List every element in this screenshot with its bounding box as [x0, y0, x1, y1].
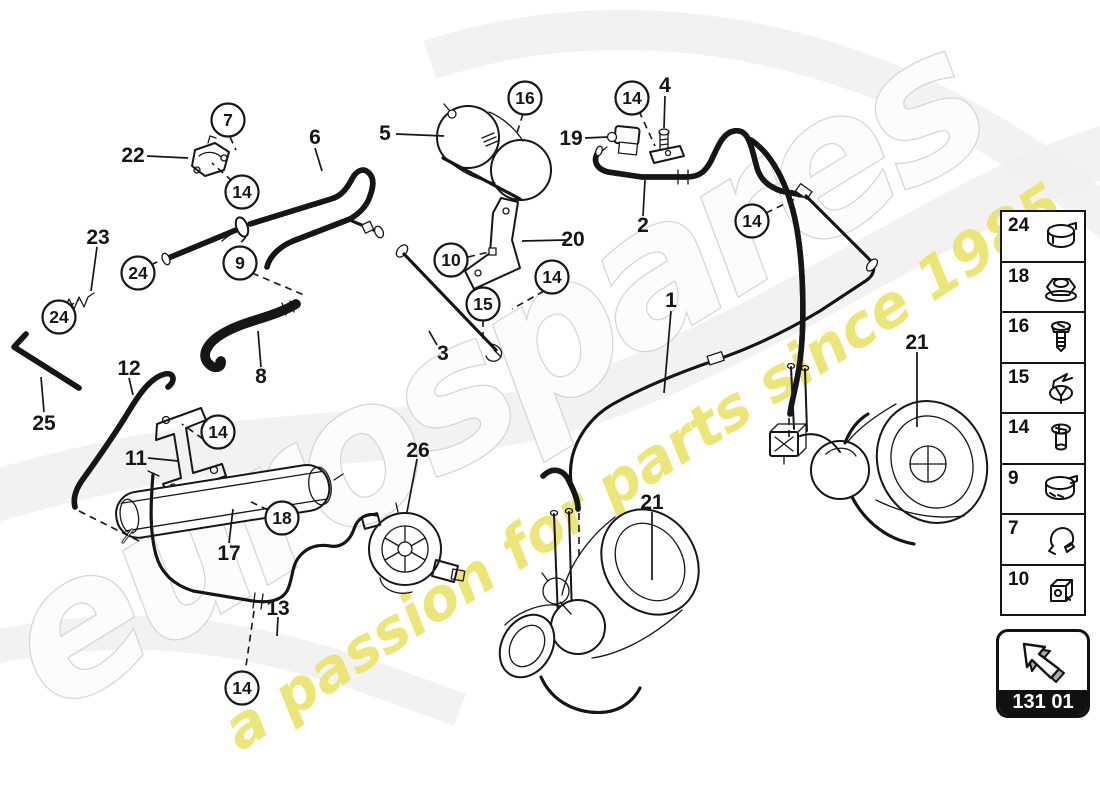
callout-circle-24[interactable]: 24	[41, 299, 77, 335]
part-label-20[interactable]: 20	[561, 228, 584, 251]
callout-circle-18[interactable]: 18	[264, 500, 300, 536]
part-label-25[interactable]: 25	[32, 412, 56, 435]
part-label-2[interactable]: 2	[637, 214, 649, 237]
callout-circle-14[interactable]: 14	[534, 259, 570, 295]
legend-part-number: 15	[1008, 366, 1030, 388]
svg-text:7: 7	[223, 110, 233, 130]
callout-circle-14[interactable]: 14	[734, 203, 770, 239]
dashed-reference-lines	[67, 110, 800, 667]
section-code-box[interactable]: 131 01	[996, 629, 1090, 718]
svg-text:16: 16	[515, 88, 535, 108]
part-label-17[interactable]: 17	[217, 542, 240, 565]
legend-part-cell-9[interactable]: 9	[1002, 465, 1084, 515]
part-13-tube	[147, 470, 379, 610]
part-label-4[interactable]: 4	[659, 74, 671, 97]
part-21-turbo-right	[769, 362, 989, 546]
svg-text:14: 14	[742, 211, 762, 231]
part-label-6[interactable]: 6	[309, 126, 321, 149]
connector-icon	[1041, 569, 1081, 611]
part-label-12[interactable]: 12	[117, 357, 140, 380]
part-label-22[interactable]: 22	[121, 144, 144, 167]
legend-part-number: 14	[1008, 417, 1030, 438]
part-1-vacuum-line	[568, 194, 879, 509]
svg-text:14: 14	[542, 267, 562, 287]
legend-part-number: 18	[1008, 265, 1030, 287]
legend-part-number: 7	[1008, 518, 1019, 539]
part-12-tube	[74, 374, 173, 510]
part-17-silencer	[115, 464, 344, 544]
part-label-23[interactable]: 23	[86, 226, 109, 249]
svg-text:18: 18	[272, 508, 292, 528]
svg-text:14: 14	[208, 422, 228, 442]
part-label-3[interactable]: 3	[437, 342, 449, 365]
legend-part-cell-24[interactable]: 24	[1002, 212, 1084, 263]
legend-part-number: 16	[1008, 316, 1030, 337]
part-label-19[interactable]: 19	[559, 127, 582, 150]
callout-circle-24[interactable]: 24	[120, 255, 156, 291]
part-3-rod	[395, 244, 503, 362]
part-19-solenoid-valve	[599, 125, 641, 156]
rivet-icon	[1041, 417, 1081, 459]
leader-lines	[40, 95, 918, 637]
svg-text:14: 14	[622, 88, 642, 108]
callout-circle-14[interactable]: 14	[200, 414, 236, 450]
part-label-21[interactable]: 21	[905, 331, 929, 354]
fastener-legend: 24 18 16 15 14 9 7 10	[1000, 210, 1086, 616]
callout-circle-14[interactable]: 14	[224, 174, 260, 210]
callout-circle-14[interactable]: 14	[224, 670, 260, 706]
part-25-allen-key	[11, 331, 82, 391]
part-label-11[interactable]: 11	[125, 447, 148, 470]
part-22-bracket	[191, 135, 230, 177]
svg-text:10: 10	[441, 250, 461, 270]
callout-circle-16[interactable]: 16	[507, 80, 543, 116]
callout-circle-7[interactable]: 7	[210, 102, 246, 138]
part-label-1[interactable]: 1	[665, 289, 677, 312]
legend-part-number: 10	[1008, 568, 1030, 590]
flange-nut-icon	[1041, 266, 1081, 308]
screw-icon	[1041, 316, 1081, 358]
part-4-pin	[649, 128, 685, 164]
legend-part-cell-15[interactable]: 15	[1002, 364, 1084, 414]
back-arrow-icon	[1022, 642, 1065, 683]
part-label-13[interactable]: 13	[266, 597, 289, 620]
part-21-turbo-left	[498, 470, 700, 714]
svg-text:14: 14	[232, 182, 252, 202]
part-label-21[interactable]: 21	[640, 491, 664, 514]
hose-clamp-icon	[1041, 468, 1081, 510]
svg-text:24: 24	[128, 263, 148, 283]
svg-text:24: 24	[49, 307, 69, 327]
svg-text:14: 14	[232, 678, 252, 698]
legend-part-cell-7[interactable]: 7	[1002, 515, 1084, 566]
legend-part-cell-18[interactable]: 18	[1002, 263, 1084, 313]
legend-part-number: 24	[1008, 215, 1030, 236]
part-8-hose	[205, 299, 301, 370]
svg-text:9: 9	[235, 253, 245, 273]
legend-part-cell-10[interactable]: 10	[1002, 566, 1084, 615]
callout-circle-9[interactable]: 9	[222, 245, 258, 281]
small-clamp-icon	[1041, 215, 1081, 257]
part-label-26[interactable]: 26	[406, 439, 429, 462]
part-2-pipe	[594, 131, 813, 200]
spring-clip-icon	[1041, 367, 1081, 409]
p-clip-icon	[1041, 518, 1081, 560]
svg-text:15: 15	[473, 294, 493, 314]
callout-circle-15[interactable]: 15	[465, 286, 501, 322]
part-label-8[interactable]: 8	[255, 365, 267, 388]
part-2-hose-to-turbo	[748, 137, 803, 417]
legend-part-cell-14[interactable]: 14	[1002, 414, 1084, 465]
part-label-5[interactable]: 5	[379, 122, 391, 145]
section-code: 131 01	[999, 690, 1087, 715]
callout-circle-14[interactable]: 14	[614, 80, 650, 116]
callout-circle-10[interactable]: 10	[433, 242, 469, 278]
part-6-pipe	[161, 170, 385, 270]
legend-part-number: 9	[1008, 467, 1019, 489]
legend-part-cell-16[interactable]: 16	[1002, 313, 1084, 364]
part-5-vacuum-canister	[436, 103, 552, 201]
part-26-air-pump	[360, 502, 466, 594]
